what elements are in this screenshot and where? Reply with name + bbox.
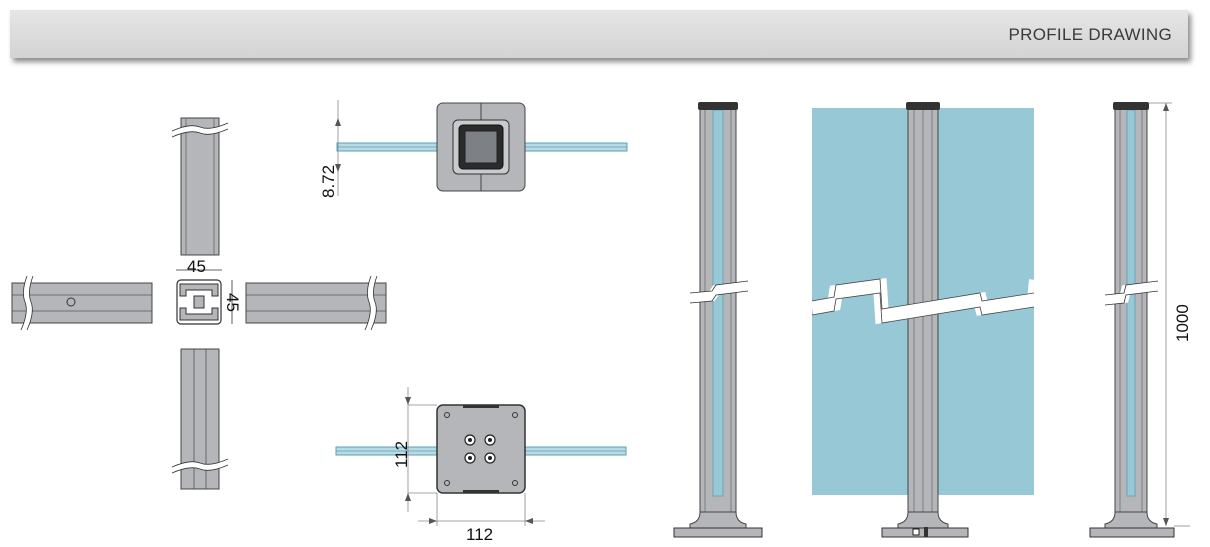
profile-section-center xyxy=(176,269,233,325)
profile-bar-left xyxy=(11,274,153,332)
base-plan-view xyxy=(335,387,627,526)
dim-base-width: 112 xyxy=(466,525,493,544)
dim-profile-height: 45 xyxy=(223,293,242,312)
post-elevation-side xyxy=(1089,102,1190,538)
post-elevation-front xyxy=(673,102,763,538)
profile-bar-top xyxy=(170,117,230,256)
cap-plan-view xyxy=(335,100,628,196)
dim-profile-width: 45 xyxy=(187,257,206,276)
dim-post-height: 1000 xyxy=(1173,304,1192,342)
dim-glass-offset: 8.72 xyxy=(319,165,338,198)
header-banner: PROFILE DRAWING xyxy=(10,10,1188,58)
profile-cross-views: 45 45 xyxy=(11,117,387,490)
dim-base-height: 112 xyxy=(392,441,411,468)
header-title: PROFILE DRAWING xyxy=(1008,25,1172,44)
profile-bar-bottom xyxy=(170,348,230,490)
profile-bar-right xyxy=(245,274,387,332)
post-elevation-glass xyxy=(810,102,1043,538)
